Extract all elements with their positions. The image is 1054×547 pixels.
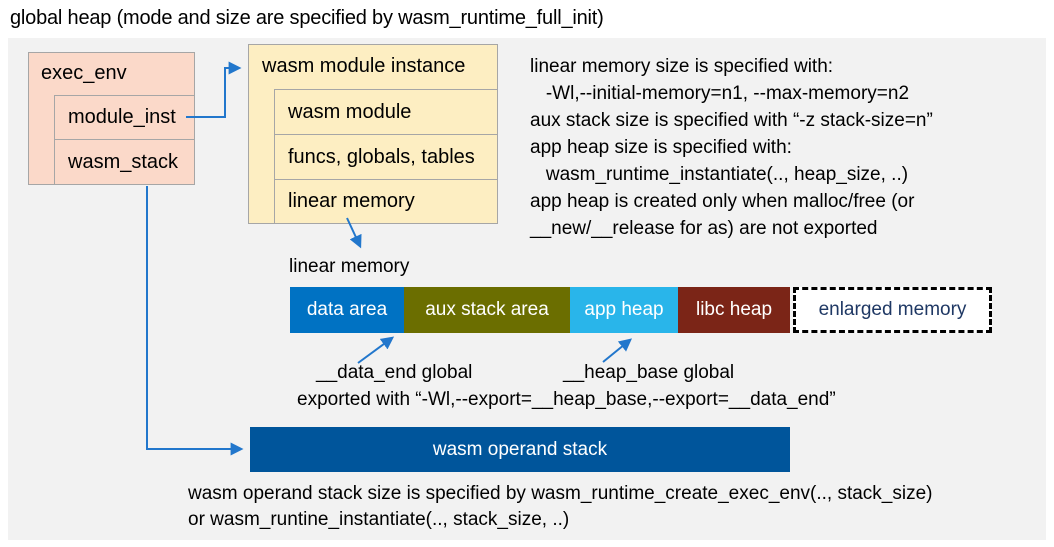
exec-env-label: exec_env xyxy=(41,62,127,84)
segment-app-heap: app heap xyxy=(570,287,678,333)
note-line: wasm_runtime_instantiate(.., heap_size, … xyxy=(530,164,909,185)
note-line: or wasm_runtine_instantiate(.., stack_si… xyxy=(188,509,570,530)
note-line: -Wl,--initial-memory=n1, --max-memory=n2 xyxy=(530,83,910,104)
notes-bottom: wasm operand stack size is specified by … xyxy=(188,481,933,533)
heap-base-global-label: __heap_base global xyxy=(563,362,735,383)
wasm-module-label: wasm module xyxy=(288,100,412,123)
module-inst-label: module_inst xyxy=(68,106,176,128)
wasm-module-instance-label: wasm module instance xyxy=(262,55,466,77)
export-flags-label: exported with “-Wl,--export=__heap_base,… xyxy=(297,389,836,410)
segment-libc-heap: libc heap xyxy=(678,287,790,333)
note-line: app heap is created only when malloc/fre… xyxy=(530,191,915,212)
note-line: wasm operand stack size is specified by … xyxy=(188,483,933,504)
note-line: app heap size is specified with: xyxy=(530,137,792,158)
segment-aux-stack-area: aux stack area xyxy=(404,287,570,333)
wasm-module-box: wasm module xyxy=(274,89,498,135)
linear-memory-bar-title: linear memory xyxy=(289,256,410,277)
wasm-stack-label: wasm_stack xyxy=(68,150,179,173)
note-line: aux stack size is specified with “-z sta… xyxy=(530,110,933,131)
funcs-globals-tables-label: funcs, globals, tables xyxy=(288,145,475,168)
notes-right: linear memory size is specified with: -W… xyxy=(530,53,933,242)
diagram-title: global heap (mode and size are specified… xyxy=(10,7,604,29)
linear-memory-row-label: linear memory xyxy=(288,190,415,212)
data-end-global-label: __data_end global xyxy=(316,362,473,383)
module-inst-box: module_inst xyxy=(54,95,195,140)
wasm-operand-stack-bar: wasm operand stack xyxy=(250,427,790,472)
segment-data-area: data area xyxy=(290,287,404,333)
wasm-stack-box: wasm_stack xyxy=(54,139,195,185)
funcs-globals-tables-box: funcs, globals, tables xyxy=(274,134,498,180)
note-line: linear memory size is specified with: xyxy=(530,56,834,77)
segment-enlarged-memory: enlarged memory xyxy=(793,287,992,333)
linear-memory-row-box: linear memory xyxy=(274,179,498,224)
note-line: __new/__release for as) are not exported xyxy=(530,218,878,239)
